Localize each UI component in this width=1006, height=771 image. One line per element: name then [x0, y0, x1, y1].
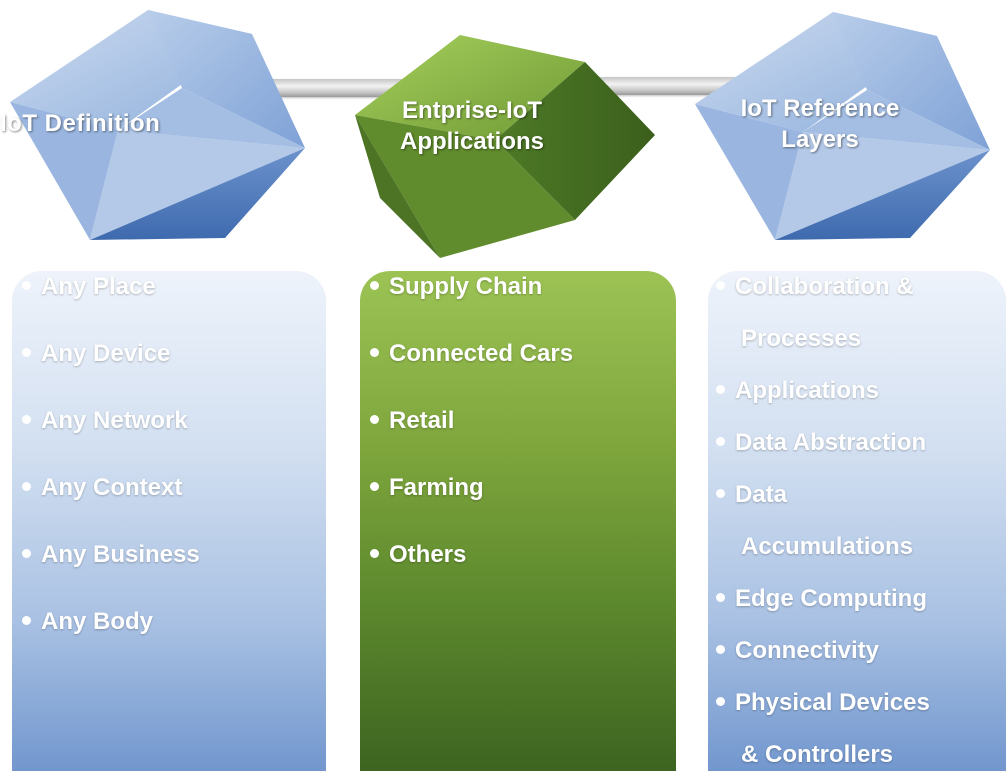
- bullet-icon: [370, 482, 379, 492]
- bullet-icon: [370, 281, 379, 291]
- list-item: Connectivity: [716, 635, 1006, 687]
- list-item: Edge Computing: [716, 583, 1006, 635]
- cube-iot-definition: [10, 10, 305, 240]
- bullet-icon: [716, 489, 725, 499]
- list-item-continuation: & Controllers: [741, 741, 894, 768]
- list-item: Applications: [716, 375, 1006, 427]
- bullet-icon: [22, 281, 31, 291]
- list-item: Any Body: [22, 606, 326, 673]
- list-item-continuation: Processes: [741, 325, 862, 352]
- bullet-icon: [22, 482, 31, 492]
- list-item: Any Context: [22, 472, 326, 539]
- list-item: Connected Cars: [370, 338, 676, 405]
- reference-layers-list: Collaboration & Processes Applications D…: [716, 271, 1006, 771]
- list-item-continuation: Accumulations: [741, 533, 914, 560]
- bullet-icon: [716, 385, 725, 395]
- bullet-icon: [22, 549, 31, 559]
- panel-iot-definition: Any Place Any Device Any Network Any Con…: [12, 271, 326, 771]
- bullet-icon: [22, 348, 31, 358]
- list-item: Any Device: [22, 338, 326, 405]
- list-item: Collaboration &: [716, 271, 1006, 323]
- list-item: Any Network: [22, 405, 326, 472]
- list-item: Supply Chain: [370, 271, 676, 338]
- connector-bar-left: [238, 79, 418, 97]
- definition-list: Any Place Any Device Any Network Any Con…: [22, 271, 326, 673]
- bullet-icon: [716, 593, 725, 603]
- cube-enterprise-iot-applications: [355, 35, 655, 258]
- cube-title-iot-definition: IoT Definition: [0, 110, 161, 137]
- list-item: Data Abstraction: [716, 427, 1006, 479]
- bullet-icon: [716, 281, 725, 291]
- bullet-icon: [22, 616, 31, 626]
- applications-list: Supply Chain Connected Cars Retail Farmi…: [370, 271, 676, 606]
- bullet-icon: [370, 348, 379, 358]
- panel-enterprise-iot-applications: Supply Chain Connected Cars Retail Farmi…: [360, 271, 676, 771]
- bullet-icon: [370, 415, 379, 425]
- bullet-icon: [716, 697, 725, 707]
- list-item: Any Business: [22, 539, 326, 606]
- panel-iot-reference-layers: Collaboration & Processes Applications D…: [708, 271, 1006, 771]
- list-item: Any Place: [22, 271, 326, 338]
- bullet-icon: [22, 415, 31, 425]
- bullet-icon: [716, 645, 725, 655]
- list-item: Farming: [370, 472, 676, 539]
- list-item: Physical Devices: [716, 687, 1006, 739]
- cube-title-iot-reference-layers: IoT Reference Layers: [740, 95, 900, 153]
- bullet-icon: [716, 437, 725, 447]
- list-item: Others: [370, 539, 676, 606]
- list-item: Retail: [370, 405, 676, 472]
- bullet-icon: [370, 549, 379, 559]
- cube-title-enterprise-iot: Entprise-IoT Applications: [399, 97, 544, 155]
- cube-iot-reference-layers: [695, 12, 990, 240]
- list-item: Data: [716, 479, 1006, 531]
